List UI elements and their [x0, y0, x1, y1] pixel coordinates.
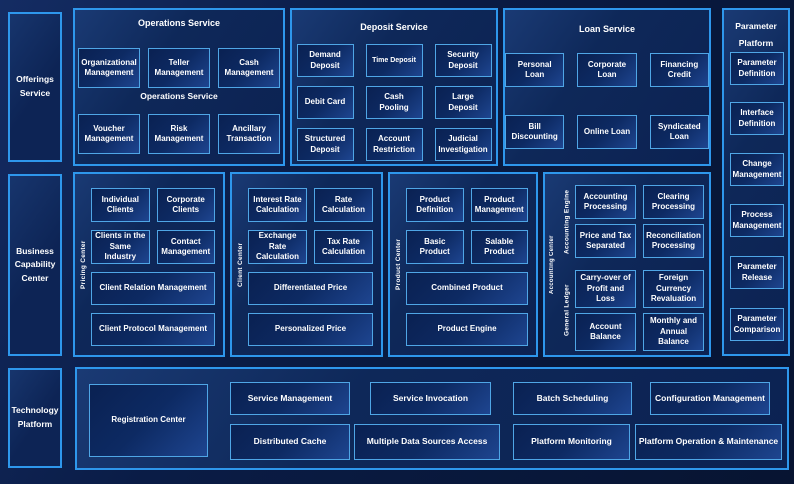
- technology-platform-panel: Registration Center Service Management S…: [75, 367, 789, 470]
- loan-service-title: Loan Service: [578, 24, 636, 34]
- box-debit-card: Debit Card: [296, 86, 354, 119]
- box-cash-management: Cash Management: [218, 48, 280, 88]
- box-organizational-management: Organizational Management: [78, 48, 140, 88]
- pricing-center-panel: Pricing Center Individual Clients Corpor…: [73, 172, 225, 357]
- box-batch-scheduling: Batch Scheduling: [513, 382, 632, 415]
- client-center-panel: Client Center Interest Rate Calculation …: [230, 172, 383, 357]
- box-basic-product: Basic Product: [406, 230, 464, 264]
- general-ledger-label: General Ledger: [563, 284, 571, 337]
- box-account-balance: Account Balance: [575, 313, 636, 351]
- box-accounting-processing: Accounting Processing: [575, 185, 636, 219]
- box-reconciliation-processing: Reconciliation Processing: [643, 224, 704, 258]
- box-account-restriction: Account Restriction: [365, 128, 423, 161]
- box-security-deposit: Security Deposit: [434, 44, 492, 77]
- box-combined-product: Combined Product: [406, 272, 528, 305]
- box-client-protocol-management: Client Protocol Management: [91, 313, 215, 346]
- rail-business-capability-center: Business Capability Center: [8, 174, 62, 356]
- box-configuration-management: Configuration Management: [650, 382, 770, 415]
- box-interest-rate-calculation: Interest Rate Calculation: [248, 188, 307, 222]
- box-risk-management: Risk Management: [148, 114, 210, 154]
- box-parameter-definition: Parameter Definition: [730, 52, 784, 85]
- box-large-deposit: Large Deposit: [434, 86, 492, 119]
- box-contact-management: Contact Management: [156, 230, 215, 264]
- client-center-label: Client Center: [236, 242, 244, 287]
- box-personal-loan: Personal Loan: [505, 53, 565, 87]
- box-exchange-rate-calculation: Exchange Rate Calculation: [248, 230, 307, 264]
- box-client-relation-management: Client Relation Management: [91, 272, 215, 305]
- box-corporate-loan: Corporate Loan: [577, 53, 637, 87]
- box-price-and-tax-separated: Price and Tax Separated: [575, 224, 636, 258]
- box-clients-in-the-same-industry: Clients in the Same Industry: [91, 230, 150, 264]
- box-product-management: Product Management: [470, 188, 528, 222]
- operations-row-2: Voucher Management Risk Management Ancil…: [75, 114, 283, 154]
- box-voucher-management: Voucher Management: [78, 114, 140, 154]
- product-center-label: Product Center: [394, 238, 402, 291]
- deposit-service-panel: Deposit Service Demand Deposit Time Depo…: [290, 8, 498, 166]
- box-bill-discounting: Bill Discounting: [505, 115, 565, 149]
- general-ledger-group: General Ledger Carry-over of Profit and …: [559, 270, 704, 351]
- parameter-platform-title: Parameter Platform: [735, 21, 777, 48]
- box-service-invocation: Service Invocation: [370, 382, 491, 415]
- loan-service-panel: Loan Service Personal Loan Corporate Loa…: [503, 8, 711, 166]
- box-personalized-price: Personalized Price: [248, 313, 373, 346]
- box-clearing-processing: Clearing Processing: [643, 185, 704, 219]
- box-salable-product: Salable Product: [470, 230, 528, 264]
- box-differentiated-price: Differentiated Price: [248, 272, 373, 305]
- operations-service-title: Operations Service: [137, 18, 221, 28]
- rail-technology-platform: Technology Platform: [8, 368, 62, 468]
- box-demand-deposit: Demand Deposit: [296, 44, 354, 77]
- deposit-row-3: Structured Deposit Account Restriction J…: [292, 128, 496, 161]
- loan-row-1: Personal Loan Corporate Loan Financing C…: [505, 53, 709, 87]
- box-online-loan: Online Loan: [577, 115, 637, 149]
- box-time-deposit: Time Deposit: [365, 44, 423, 77]
- box-platform-monitoring: Platform Monitoring: [513, 424, 630, 460]
- box-parameter-release: Parameter Release: [730, 256, 784, 289]
- operations-service-mid-label: Operations Service: [140, 91, 218, 101]
- accounting-center-panel: Accounting Center Accounting Engine Acco…: [543, 172, 711, 357]
- parameter-platform-panel: Parameter Platform Parameter Definition …: [722, 8, 790, 356]
- operations-row-1: Organizational Management Teller Managem…: [75, 48, 283, 88]
- loan-row-2: Bill Discounting Online Loan Syndicated …: [505, 115, 709, 149]
- product-center-content: Product Definition Product Management Ba…: [406, 188, 528, 346]
- box-foreign-currency-revaluation: Foreign Currency Revaluation: [643, 270, 704, 308]
- box-cash-pooling: Cash Pooling: [365, 86, 423, 119]
- accounting-engine-group: Accounting Engine Accounting Processing …: [559, 185, 704, 258]
- product-center-panel: Product Center Product Definition Produc…: [388, 172, 538, 357]
- box-process-management: Process Management: [730, 204, 784, 237]
- box-registration-center: Registration Center: [89, 384, 208, 457]
- rail-offerings-service: Offerings Service: [8, 12, 62, 162]
- box-platform-operation-maintenance: Platform Operation & Maintenance: [635, 424, 782, 460]
- box-ancillary-transaction: Ancillary Transaction: [218, 114, 280, 154]
- box-financing-credit: Financing Credit: [649, 53, 709, 87]
- deposit-row-2: Debit Card Cash Pooling Large Deposit: [292, 86, 496, 119]
- deposit-row-1: Demand Deposit Time Deposit Security Dep…: [292, 44, 496, 77]
- box-parameter-comparison: Parameter Comparison: [730, 308, 784, 341]
- client-center-content: Interest Rate Calculation Rate Calculati…: [248, 188, 373, 346]
- box-product-engine: Product Engine: [406, 313, 528, 346]
- box-syndicated-loan: Syndicated Loan: [649, 115, 709, 149]
- box-rate-calculation: Rate Calculation: [314, 188, 373, 222]
- box-carry-over-of-profit-and-loss: Carry-over of Profit and Loss: [575, 270, 636, 308]
- deposit-service-title: Deposit Service: [360, 22, 428, 32]
- accounting-center-label: Accounting Center: [549, 235, 555, 294]
- box-multiple-data-sources-access: Multiple Data Sources Access: [354, 424, 500, 460]
- box-tax-rate-calculation: Tax Rate Calculation: [314, 230, 373, 264]
- accounting-engine-label: Accounting Engine: [563, 189, 571, 254]
- box-structured-deposit: Structured Deposit: [296, 128, 354, 161]
- operations-service-panel: Operations Service Organizational Manage…: [73, 8, 285, 166]
- box-distributed-cache: Distributed Cache: [230, 424, 350, 460]
- box-teller-management: Teller Management: [148, 48, 210, 88]
- pricing-center-label: Pricing Center: [79, 240, 87, 289]
- box-monthly-and-annual-balance: Monthly and Annual Balance: [643, 313, 704, 351]
- box-product-definition: Product Definition: [406, 188, 464, 222]
- box-individual-clients: Individual Clients: [91, 188, 150, 222]
- box-change-management: Change Management: [730, 153, 784, 186]
- accounting-center-content: Accounting Engine Accounting Processing …: [559, 185, 704, 351]
- pricing-center-content: Individual Clients Corporate Clients Cli…: [91, 188, 215, 346]
- box-interface-definition: Interface Definition: [730, 102, 784, 135]
- box-corporate-clients: Corporate Clients: [156, 188, 215, 222]
- box-judicial-investigation: Judicial Investigation: [434, 128, 492, 161]
- box-service-management: Service Management: [230, 382, 350, 415]
